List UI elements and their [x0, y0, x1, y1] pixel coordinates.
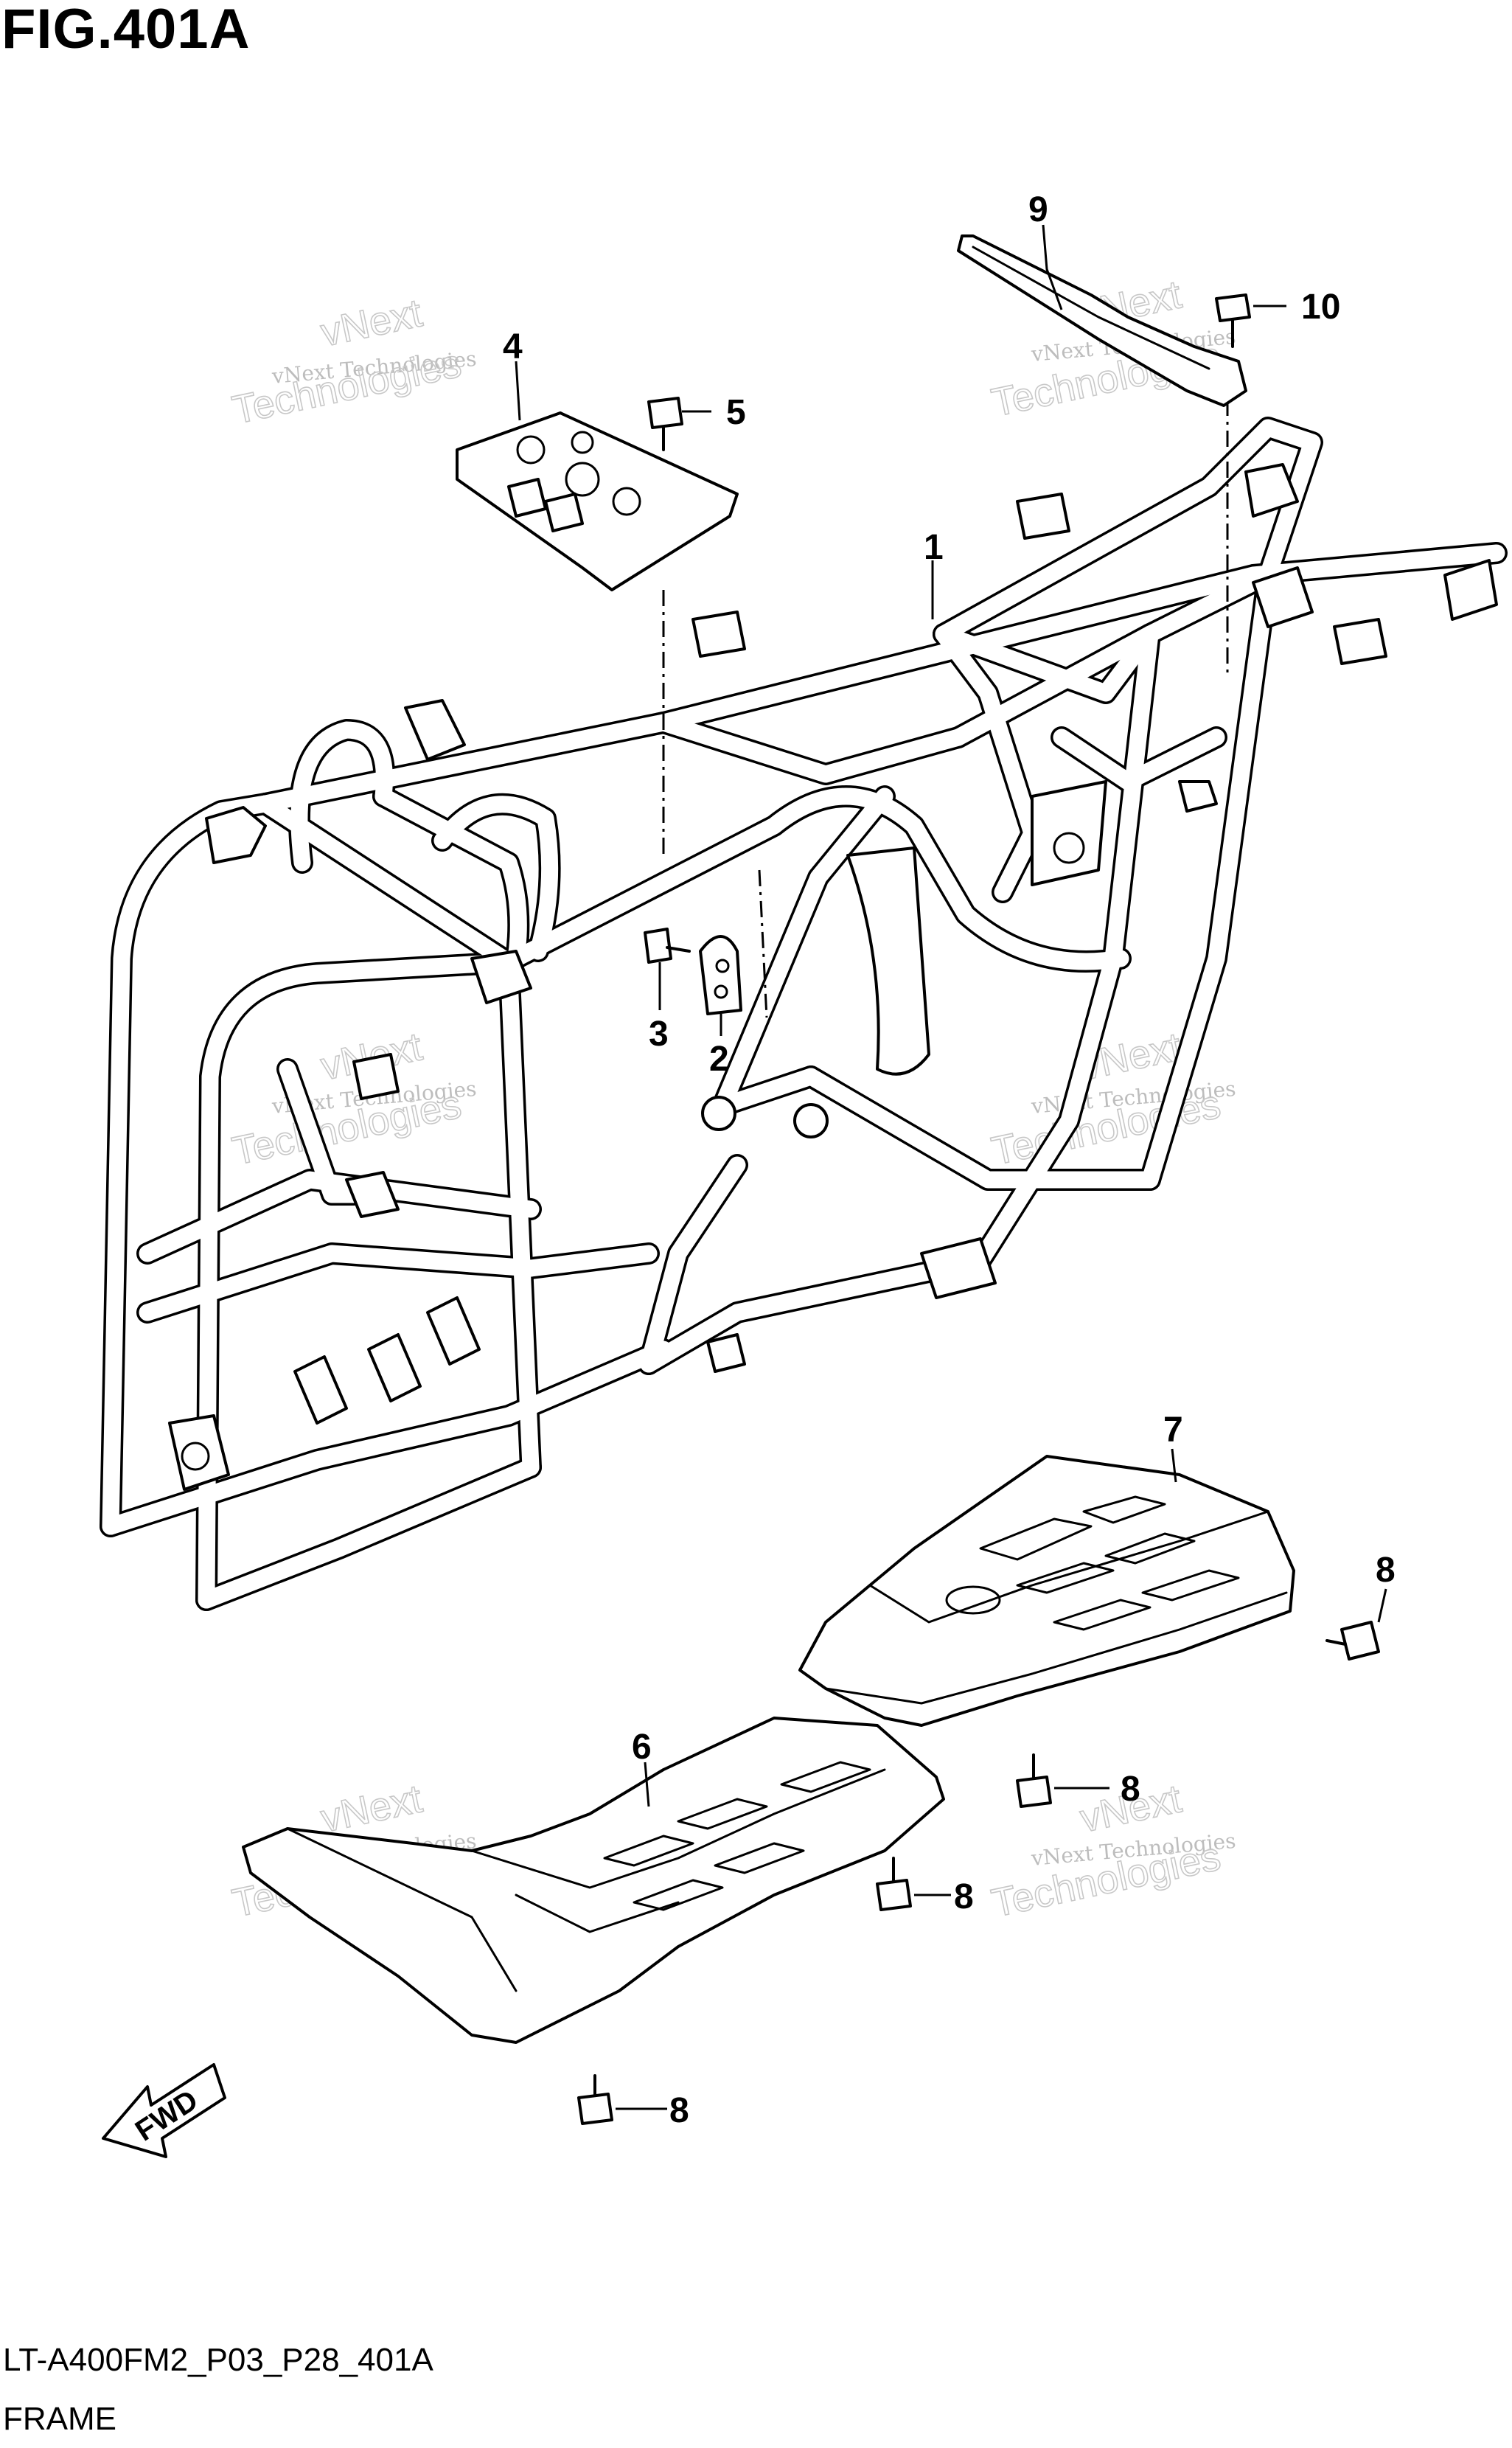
part-8-bolt-d	[577, 2074, 613, 2125]
callout-8b: 8	[1121, 1770, 1140, 1809]
diagram-code: LT-A400FM2_P03_P28_401A	[3, 2342, 433, 2378]
leader-8a	[1377, 1588, 1387, 1623]
part-6-skid-plate	[242, 1717, 945, 2044]
svg-text:vNext: vNext	[317, 1776, 426, 1840]
figure-title: FIG.401A	[1, 0, 251, 60]
part-10-bolt	[1215, 293, 1251, 348]
part-3-bolt	[644, 928, 691, 964]
frame-brackets	[168, 463, 1498, 1491]
callout-labels: 9 10 4 5 1 3 2 7 8 8 8 8 6	[503, 190, 1396, 2130]
callout-10: 10	[1301, 288, 1340, 327]
assembly-line-2-to-frame	[758, 869, 768, 1018]
callout-1: 1	[924, 528, 944, 567]
callout-2: 2	[709, 1040, 729, 1079]
part-9-stay	[957, 234, 1247, 407]
callout-leaders	[515, 224, 1387, 2110]
part-7-skid-plate	[798, 1455, 1295, 1727]
leader-4	[515, 361, 521, 421]
callout-8a: 8	[1376, 1551, 1396, 1590]
part-8-bolt-c	[876, 1857, 912, 1911]
forward-direction-arrow: FWD	[102, 2063, 226, 2158]
callout-8c: 8	[954, 1877, 974, 1916]
part-2-bracket	[699, 935, 742, 1015]
part-5-bolt	[647, 397, 683, 451]
part-4-plate	[456, 411, 739, 591]
svg-text:vNext: vNext	[317, 291, 426, 355]
watermark-top-left: vNext Technologies vNext Technologies	[228, 291, 477, 434]
diagram-name: FRAME	[3, 2401, 116, 2437]
callout-8d: 8	[669, 2091, 689, 2130]
callout-6: 6	[632, 1728, 652, 1767]
watermark-mid-left: vNext Technologies vNext Technologies	[228, 1024, 477, 1175]
callout-4: 4	[503, 327, 523, 366]
leader-7	[1171, 1448, 1177, 1483]
leader-6	[644, 1762, 650, 1807]
frame-assembly	[100, 369, 1508, 1611]
bracket-hole	[1053, 832, 1085, 864]
leader-9	[1042, 224, 1063, 310]
callout-7: 7	[1163, 1411, 1183, 1450]
part-8-bolt-b	[1016, 1753, 1052, 1808]
bracket-hole	[181, 1442, 210, 1471]
callout-3: 3	[649, 1015, 669, 1054]
frame-tubes-core	[102, 419, 1505, 1609]
part-8-bolt-a	[1325, 1621, 1380, 1661]
svg-text:Technologies: Technologies	[229, 341, 465, 433]
callout-9: 9	[1028, 190, 1048, 229]
callout-5: 5	[726, 393, 746, 432]
